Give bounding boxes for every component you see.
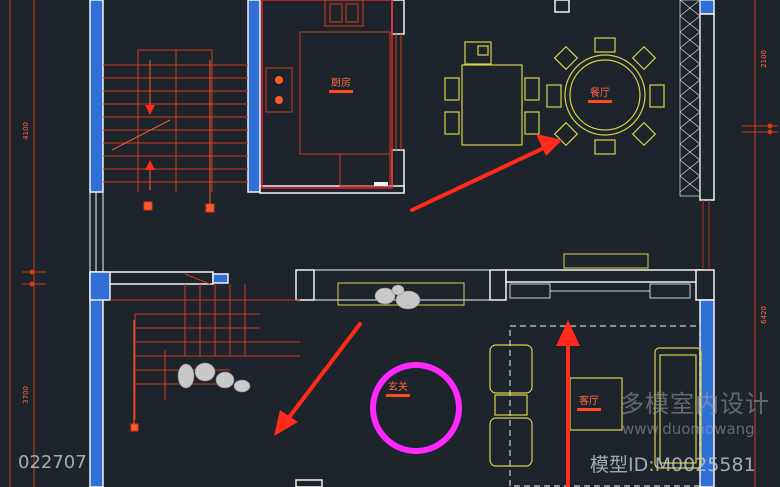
dimension-left-lower: 3700	[22, 386, 30, 404]
round-dining-table	[546, 37, 665, 155]
room-label-foyer: 玄关	[386, 382, 410, 397]
dimension-lines	[9, 0, 778, 487]
rect-dining-table	[444, 41, 540, 146]
watermark-brand: 多模室内设计	[620, 390, 770, 418]
dimension-right-lower: 6420	[760, 306, 768, 324]
room-label-dining: 餐厅	[588, 88, 612, 103]
watermark-code: 022707	[18, 452, 87, 473]
stair-lower	[110, 273, 300, 432]
room-label-living: 客厅	[577, 396, 601, 411]
interior-walls	[89, 0, 715, 487]
watermark-model-id: 模型ID:M0025581	[590, 454, 756, 476]
dimension-left-upper: 4100	[22, 122, 30, 140]
decor-stones	[177, 284, 421, 393]
right-cabinet	[679, 0, 710, 268]
dimension-right-upper: 2100	[760, 50, 768, 68]
watermark-url: www.duomowang	[622, 420, 755, 438]
stair-upper	[103, 0, 261, 213]
left-exterior-wall	[89, 0, 104, 487]
room-label-kitchen: 厨房	[329, 78, 353, 93]
kitchen-area	[261, 0, 402, 189]
foyer-highlight-circle	[370, 362, 462, 454]
direction-arrows	[274, 134, 580, 487]
